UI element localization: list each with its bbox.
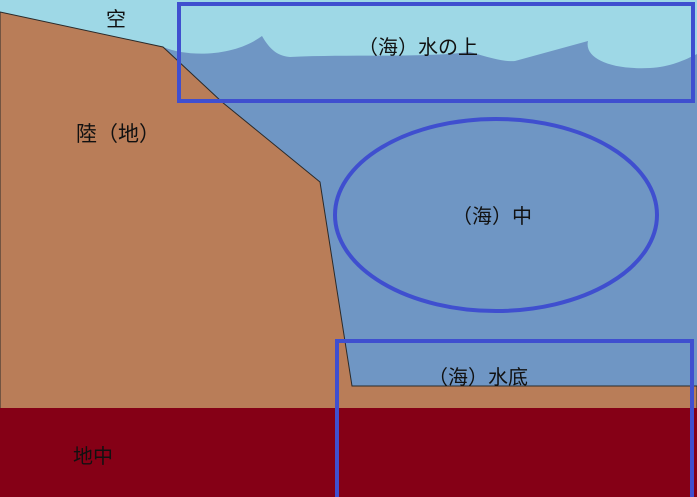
underground-label: 地中 bbox=[73, 444, 113, 468]
underground-region bbox=[0, 408, 697, 497]
sea-middle-highlight bbox=[333, 117, 659, 313]
land-label: 陸（地） bbox=[76, 122, 160, 146]
sea-floor-label: （海）水底 bbox=[428, 365, 528, 389]
sea-middle-label: （海）中 bbox=[452, 204, 532, 228]
sea-surface-highlight bbox=[177, 2, 695, 103]
sea-surface-label: （海）水の上 bbox=[358, 35, 478, 59]
sky-label: 空 bbox=[106, 7, 126, 31]
sea-floor-highlight bbox=[335, 339, 694, 497]
land-region bbox=[0, 11, 697, 497]
